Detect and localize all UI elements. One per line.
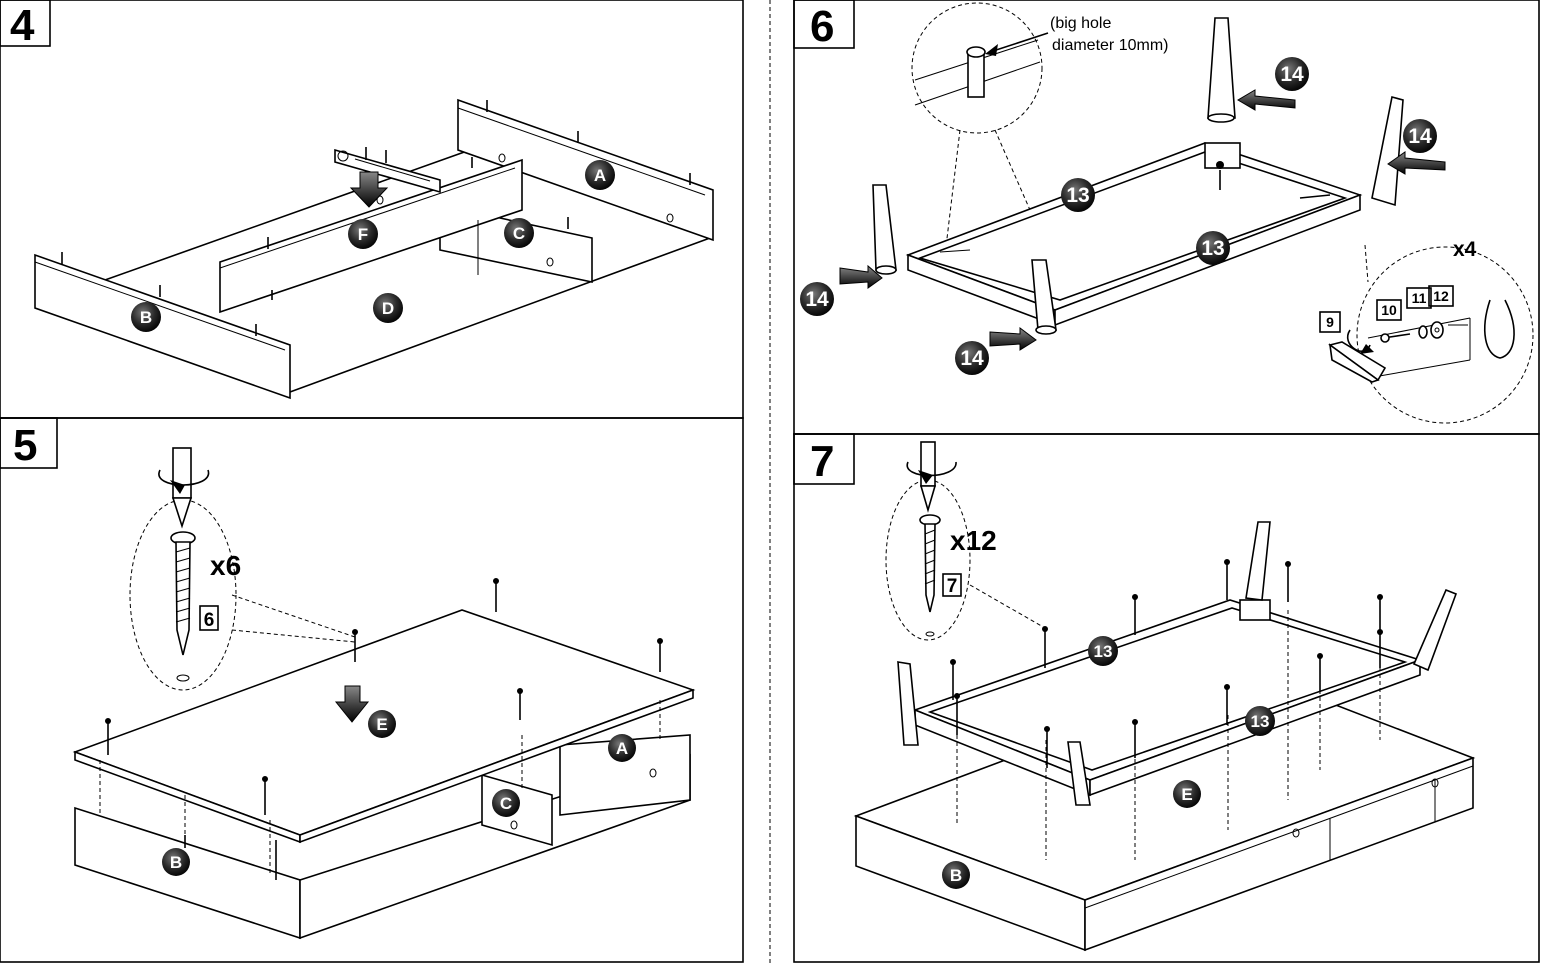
marker-13: 13: [1196, 231, 1230, 265]
marker-14: 14: [1275, 57, 1309, 91]
screw-quantity: x12: [950, 525, 997, 556]
step-5-label: 5: [0, 417, 58, 470]
svg-text:C: C: [513, 224, 525, 243]
svg-text:7: 7: [810, 437, 834, 486]
marker-f: F: [348, 219, 378, 249]
screwdriver-icon: [158, 447, 210, 529]
hardware-part-12: 12: [1428, 285, 1454, 307]
hardware-detail-callout: [1356, 246, 1534, 424]
svg-text:E: E: [376, 715, 387, 734]
leg-14: [897, 661, 919, 746]
leg-14: [1412, 588, 1458, 672]
step-6-illustration: (big hole diameter 10mm): [839, 2, 1534, 424]
svg-text:B: B: [170, 853, 182, 872]
svg-text:13: 13: [1201, 237, 1224, 260]
svg-text:5: 5: [13, 421, 37, 470]
hardware-part-11: 11: [1406, 287, 1432, 309]
svg-text:10: 10: [1381, 302, 1397, 318]
step-4-label: 4: [0, 0, 51, 50]
svg-text:C: C: [500, 794, 512, 813]
step-5-markers: A B C E: [162, 710, 636, 876]
leg-14: [1067, 741, 1091, 806]
marker-e: E: [368, 710, 396, 738]
marker-b: B: [942, 861, 970, 889]
svg-text:A: A: [594, 166, 606, 185]
svg-text:D: D: [382, 299, 394, 318]
wood-screw-6: [170, 531, 196, 682]
marker-a: A: [608, 734, 636, 762]
marker-e: E: [1173, 780, 1201, 808]
marker-14: 14: [800, 282, 834, 316]
hardware-part-10: 10: [1376, 299, 1402, 321]
svg-text:13: 13: [1094, 642, 1113, 661]
leg-14: [1245, 521, 1271, 601]
svg-text:13: 13: [1066, 184, 1089, 207]
svg-text:4: 4: [10, 1, 35, 50]
step-4-markers: A B C D F: [131, 160, 615, 332]
marker-13: 13: [1061, 178, 1095, 212]
hole-detail-callout: [911, 2, 1043, 134]
screws: [105, 578, 663, 880]
svg-text:11: 11: [1412, 290, 1427, 306]
panel-b: [34, 253, 291, 400]
step-7-markers: 13 13 B E: [942, 636, 1275, 889]
marker-c: C: [504, 218, 534, 248]
alignment-lines: [956, 610, 1381, 860]
step-6-markers: 13 13 14 14 14 14: [800, 57, 1437, 375]
dowels: [61, 100, 691, 336]
svg-text:14: 14: [960, 347, 984, 370]
marker-c: C: [492, 789, 520, 817]
hardware-quantity: x4: [1453, 238, 1477, 261]
marker-14: 14: [1403, 119, 1437, 153]
marker-13: 13: [1245, 706, 1275, 736]
svg-text:F: F: [358, 225, 368, 244]
screw-detail-callout: [129, 499, 237, 691]
screw-part-number: 7: [947, 576, 958, 597]
marker-13: 13: [1088, 636, 1118, 666]
hardware-part-9: 9: [1319, 311, 1341, 333]
step-6-label: 6: [793, 0, 855, 51]
step-7-label: 7: [793, 433, 855, 486]
marker-a: A: [585, 160, 615, 190]
alignment-lines: [99, 700, 661, 875]
hole-note-line-2: diameter 10mm): [1052, 37, 1168, 54]
down-arrow-icon: [334, 685, 370, 723]
svg-text:14: 14: [805, 288, 829, 311]
leg-14: [1207, 17, 1236, 123]
svg-text:14: 14: [1408, 125, 1432, 148]
svg-text:14: 14: [1280, 63, 1304, 86]
marker-14: 14: [955, 341, 989, 375]
svg-text:B: B: [140, 308, 152, 327]
allen-key-icon: [1328, 329, 1387, 383]
svg-text:6: 6: [810, 2, 834, 51]
svg-text:A: A: [616, 739, 628, 758]
panel-a: [457, 98, 714, 242]
leg-14: [1031, 259, 1057, 335]
screwdriver-icon: [906, 441, 957, 513]
screw-part-number: 6: [204, 610, 215, 631]
down-arrow-icon: [349, 171, 389, 208]
hole-note-line-1: (big hole: [1050, 15, 1111, 32]
marker-b: B: [162, 848, 190, 876]
svg-text:E: E: [1181, 785, 1192, 804]
arrow-icons: [839, 89, 1446, 351]
svg-text:9: 9: [1326, 314, 1334, 330]
marker-b: B: [131, 302, 161, 332]
leg-14: [1371, 96, 1404, 207]
step-7-illustration: 7 x12: [853, 441, 1476, 952]
marker-d: D: [373, 293, 403, 323]
wood-screw-7: [919, 514, 941, 637]
step-4-illustration: [34, 98, 714, 400]
svg-text:13: 13: [1251, 712, 1270, 731]
svg-text:B: B: [950, 866, 962, 885]
screw-quantity: x6: [210, 550, 241, 581]
leg-14: [872, 184, 897, 275]
svg-text:12: 12: [1433, 288, 1449, 304]
